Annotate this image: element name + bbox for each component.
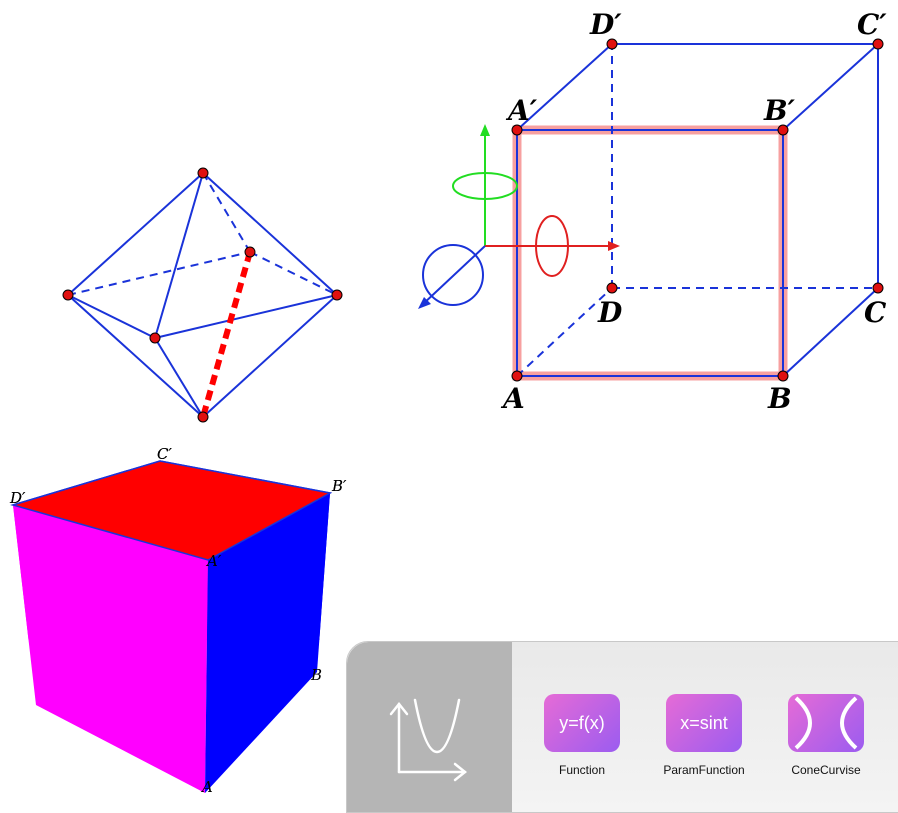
- function-tool-label: Function: [558, 763, 606, 777]
- vertex-label-C-prime: C′: [857, 8, 887, 41]
- vertex-label-A: A: [500, 382, 525, 415]
- solid-label-A: A: [200, 778, 213, 793]
- solid-label-A-prime: A′: [205, 552, 222, 570]
- cube-vertices[interactable]: [511, 38, 884, 382]
- z-rotation-ring[interactable]: [422, 244, 484, 306]
- conic-curves-tool[interactable]: ConeCurvise: [771, 694, 881, 812]
- vertex-label-D: D: [597, 296, 623, 329]
- octahedron-vertices[interactable]: [62, 167, 343, 423]
- function-tool-icon: y=f(x): [544, 694, 620, 752]
- vertex-label-C: C: [864, 296, 887, 329]
- geometry-canvas: A B C D A′ B′ C′ D′ C′ B′ D′ A′ B: [9, 8, 887, 640]
- function-category-tab[interactable]: [347, 642, 512, 812]
- octahedron-hidden-edges: [67, 172, 338, 296]
- function-graph-icon: [389, 698, 468, 782]
- conic-curves-icon: [788, 694, 864, 752]
- cube-hidden-edges: [516, 44, 878, 377]
- solid-label-C-prime: C′: [157, 445, 172, 463]
- wireframe-cube: A B C D A′ B′ C′ D′: [418, 8, 887, 415]
- z-axis-arrow[interactable]: [421, 245, 486, 306]
- param-function-tool[interactable]: x=sint ParamFunction: [649, 694, 759, 812]
- param-function-tool-icon: x=sint: [666, 694, 742, 752]
- vertex-label-A-prime: A′: [505, 94, 538, 127]
- vertex-label-B-prime: B′: [763, 94, 796, 127]
- solid-cube: C′ B′ D′ A′ B: [9, 445, 347, 640]
- solid-label-D-prime: D′: [9, 489, 26, 507]
- front-face-highlight: [512, 125, 788, 381]
- svg-text:B: B: [310, 666, 322, 684]
- function-tool[interactable]: y=f(x) Function: [527, 694, 637, 812]
- octahedron-diagonal: [200, 251, 253, 418]
- vertex-label-B: B: [767, 382, 792, 415]
- conic-curves-tool-label: ConeCurvise: [791, 763, 861, 777]
- param-function-tool-label: ParamFunction: [663, 763, 745, 777]
- rotation-gizmo[interactable]: [418, 124, 620, 309]
- x-rotation-ring[interactable]: [535, 215, 569, 277]
- y-rotation-ring[interactable]: [452, 172, 518, 200]
- solid-label-B-prime: B′: [331, 477, 347, 495]
- vertex-label-D-prime: D′: [589, 8, 622, 41]
- octahedron: [67, 172, 338, 418]
- function-toolbar: y=f(x) Function x=sint ParamFunction Con…: [346, 641, 898, 813]
